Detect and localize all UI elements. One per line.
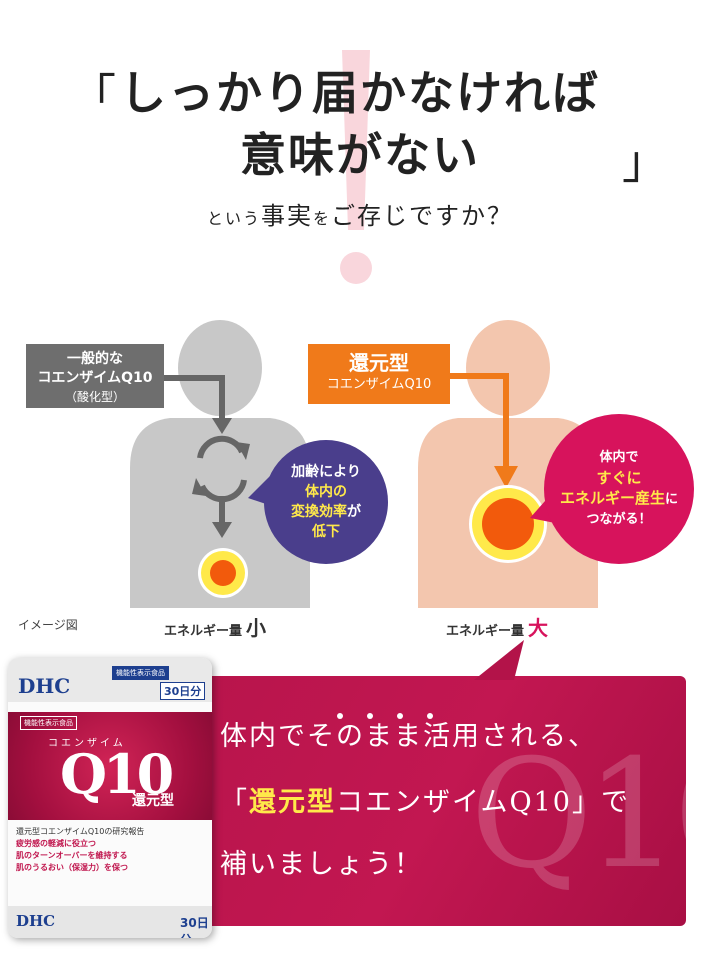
emphasis-dots xyxy=(337,713,433,719)
label-normal-line-1: 一般的な xyxy=(67,351,123,367)
instant-energy-bubble: 体内で すぐに エネルギー産生に つながる！ xyxy=(544,414,694,564)
package-q10: Q10 xyxy=(60,742,174,806)
aging-bubble-line-1: 加齢により xyxy=(291,464,361,480)
package-brand-logo-bottom: DHC xyxy=(16,912,56,930)
label-reduced-coq10: 還元型 コエンザイムQ10 xyxy=(308,344,450,404)
subheadline: という事実をご存じですか？ xyxy=(0,196,720,231)
message-highlight: 還元型 xyxy=(249,787,336,818)
image-note: イメージ図 xyxy=(18,618,78,632)
label-normal-line-2: コエンザイムQ10 xyxy=(37,370,153,386)
energy-large-label: エネルギー量 xyxy=(446,624,525,639)
package-claims: 還元型コエンザイムQ10の研究報告 疲労感の軽減に役立つ 肌のターンオーバーを維… xyxy=(16,826,204,874)
aging-conversion-bubble: 加齢により 体内の 変換効率が 低下 xyxy=(264,440,388,564)
message-line-1: 体内でそのまま活用される、 xyxy=(220,721,597,752)
package-product-name: コエンザイム xyxy=(48,738,126,749)
product-package: DHC 機能性表示食品 30日分 機能性表示食品 コエンザイム Q10 還元型 … xyxy=(8,658,212,938)
package-bottom xyxy=(8,906,212,938)
energy-bubble-line-3: エネルギー産生 xyxy=(559,489,665,507)
energy-bubble-line-4: つながる！ xyxy=(586,512,652,527)
large-energy-core xyxy=(469,485,547,563)
right-flow-arrow xyxy=(450,373,518,488)
label-normal-coq10: 一般的な コエンザイムQ10 （酸化型） xyxy=(26,344,164,408)
energy-amount-small: エネルギー量小 xyxy=(164,612,266,641)
package-claim-4: 肌のうるおい（保湿力）を保つ xyxy=(16,863,128,872)
package-label: 機能性表示食品 xyxy=(20,716,77,730)
package-red-panel xyxy=(8,712,212,820)
sub-text-2: 事実 xyxy=(261,202,313,230)
small-energy-core xyxy=(198,548,248,598)
package-days: 30日分 xyxy=(160,682,206,700)
aging-bubble-line-3: 変換効率 xyxy=(291,504,347,520)
aging-bubble-line-4: 低下 xyxy=(312,524,340,540)
message-line-3: 補いましょう！ xyxy=(220,849,423,880)
label-normal-line-3: （酸化型） xyxy=(64,390,125,404)
headline: しっかり届かなければ 意味がない xyxy=(100,62,620,186)
package-claim-3: 肌のターンオーバーを維持する xyxy=(16,851,128,860)
package-claim-2: 疲労感の軽減に役立つ xyxy=(16,839,96,848)
package-claim-1: 還元型コエンザイムQ10の研究報告 xyxy=(16,827,145,836)
message-line-2-rest: コエンザイムQ10」で xyxy=(336,787,630,818)
sub-text-4: ご存じですか？ xyxy=(331,202,514,230)
energy-bubble-line-2: すぐに xyxy=(596,469,642,487)
aging-bubble-line-3b: が xyxy=(347,504,361,520)
headline-line-2: 意味がない xyxy=(240,128,480,182)
sub-text-1: という xyxy=(206,209,261,228)
energy-bubble-line-1: 体内で xyxy=(599,450,639,465)
energy-amount-large: エネルギー量大 xyxy=(446,612,548,641)
q10-watermark: Q10 xyxy=(470,728,720,902)
label-reduced-small: コエンザイムQ10 xyxy=(326,377,432,392)
package-chip: 機能性表示食品 xyxy=(112,666,169,680)
left-flow-arrows xyxy=(164,375,250,538)
open-bracket: 「 xyxy=(70,69,116,123)
exclamation-mark-icon xyxy=(340,50,372,284)
message-band-pointer xyxy=(474,640,524,680)
label-reduced-big: 還元型 xyxy=(349,351,409,375)
message-open-bracket: 「 xyxy=(220,787,249,818)
sub-text-3: を xyxy=(313,209,332,228)
aging-bubble-line-2: 体内の xyxy=(305,484,347,500)
energy-bubble-line-3b: に xyxy=(665,492,679,507)
package-kangen: 還元型 xyxy=(132,793,174,809)
package-brand-logo: DHC xyxy=(18,674,71,698)
close-bracket: 」 xyxy=(622,135,668,189)
message-line-2: 「還元型コエンザイムQ10」で xyxy=(220,780,630,819)
package-days-bottom: 30日分 xyxy=(180,916,209,938)
headline-line-1: しっかり届かなければ xyxy=(120,66,600,120)
energy-small-size: 小 xyxy=(246,616,267,640)
energy-small-label: エネルギー量 xyxy=(164,624,243,639)
energy-large-size: 大 xyxy=(528,616,549,640)
